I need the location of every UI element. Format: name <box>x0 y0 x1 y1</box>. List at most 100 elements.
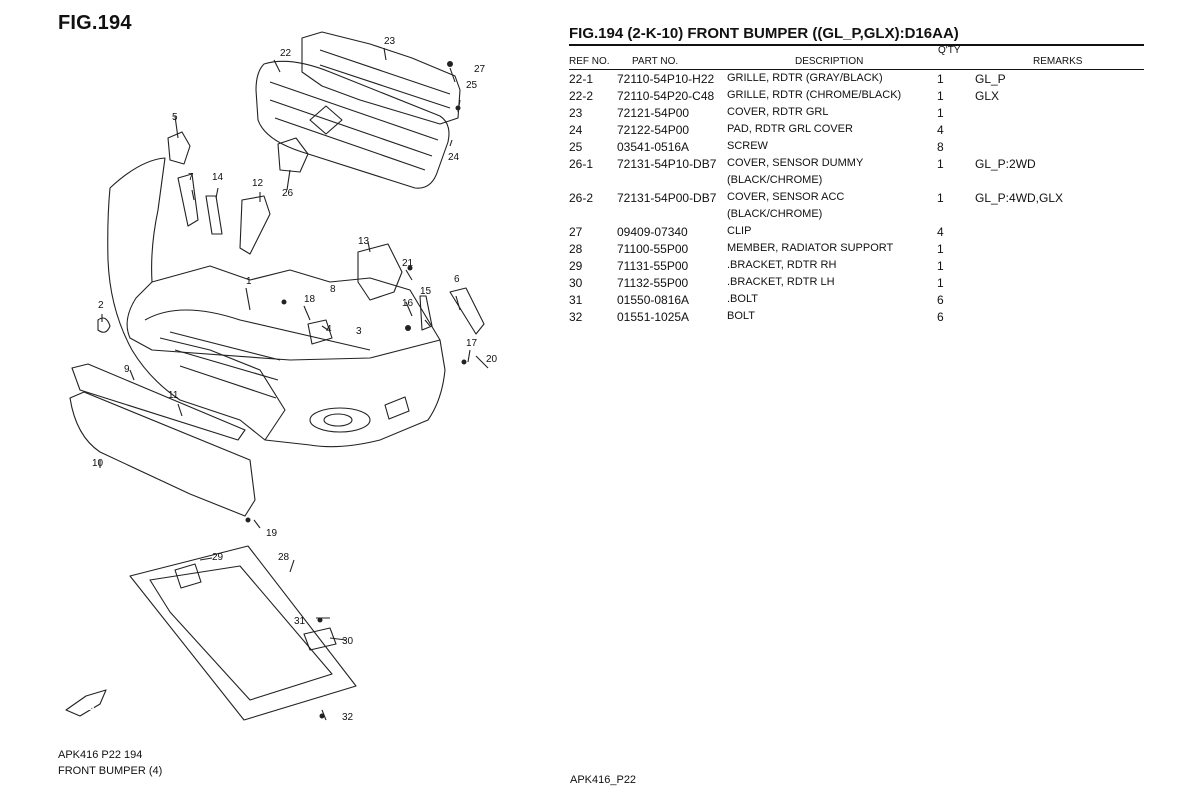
bumper-fascia-part <box>107 157 446 448</box>
description-cell: PAD, RDTR GRL COVER <box>727 123 853 135</box>
description-cell: COVER, RDTR GRL <box>727 106 829 118</box>
callout-3: 3 <box>356 326 362 337</box>
callout-25: 25 <box>466 80 478 91</box>
header-qty: Q'TY <box>938 45 961 56</box>
callout-13: 13 <box>358 236 370 247</box>
callout-27: 27 <box>474 64 486 75</box>
callout-22: 22 <box>280 48 292 59</box>
callout-28: 28 <box>278 552 290 563</box>
ref-no-cell: 23 <box>569 106 583 120</box>
callout-23: 23 <box>384 36 396 47</box>
ref-no-cell: 24 <box>569 123 583 137</box>
part-no-cell: 72131-54P10-DB7 <box>617 157 717 171</box>
callout-4: 4 <box>326 324 332 335</box>
qty-cell: 1 <box>937 276 944 290</box>
callout-16: 16 <box>402 298 414 309</box>
part-no-cell: 72131-54P00-DB7 <box>617 191 717 205</box>
part-no-cell: 72122-54P00 <box>617 123 690 137</box>
title-rule <box>569 44 1144 46</box>
radiator-support-frame <box>129 545 357 721</box>
description-cell: COVER, SENSOR ACC <box>727 191 845 203</box>
qty-cell: 4 <box>937 225 944 239</box>
callout-18: 18 <box>304 294 316 305</box>
description-continuation-cell: (BLACK/CHROME) <box>727 174 823 186</box>
callout-6: 6 <box>454 274 460 285</box>
part-no-cell: 72110-54P20-C48 <box>617 89 715 103</box>
callout-17: 17 <box>466 338 478 349</box>
callout-2: 2 <box>98 300 104 311</box>
callout-31: 31 <box>294 616 306 627</box>
callout-8: 8 <box>330 284 336 295</box>
page-code: APK416_P22 <box>570 774 637 786</box>
part-no-cell: 71100-55P00 <box>617 242 689 256</box>
callout-29: 29 <box>212 552 224 563</box>
description-cell: BOLT <box>727 310 755 322</box>
remarks-cell: GL_P:4WD,GLX <box>975 191 1064 205</box>
part-no-cell: 01550-0816A <box>617 293 690 307</box>
qty-cell: 1 <box>937 157 944 171</box>
callout-15: 15 <box>420 286 432 297</box>
callout-24: 24 <box>448 152 460 163</box>
description-cell: COVER, SENSOR DUMMY <box>727 157 864 169</box>
part-no-cell: 72110-54P10-H22 <box>617 72 715 86</box>
callout-30: 30 <box>342 636 354 647</box>
grille-cover-part <box>301 31 461 125</box>
callout-26: 26 <box>282 188 294 199</box>
ref-no-cell: 22-2 <box>569 89 594 103</box>
description-cell: .BOLT <box>727 293 758 305</box>
header-remarks: REMARKS <box>1033 56 1083 67</box>
part-no-cell: 09409-07340 <box>617 225 688 239</box>
header-part-no: PART NO. <box>632 56 679 67</box>
ref-no-cell: 22-1 <box>569 72 594 86</box>
callout-7: 7 <box>188 172 194 183</box>
callout-32: 32 <box>342 712 354 723</box>
qty-cell: 1 <box>937 259 944 273</box>
callout-5: 5 <box>172 112 178 123</box>
ref-no-cell: 32 <box>569 310 583 324</box>
description-cell: .BRACKET, RDTR LH <box>727 276 835 288</box>
qty-cell: 1 <box>937 106 944 120</box>
fwd-badge: FWD <box>76 703 94 712</box>
callout-9: 9 <box>124 364 130 375</box>
remarks-cell: GL_P <box>975 72 1006 86</box>
part-no-cell: 01551-1025A <box>617 310 690 324</box>
qty-cell: 1 <box>937 89 944 103</box>
callout-20: 20 <box>486 354 498 365</box>
callout-21: 21 <box>402 258 414 269</box>
header-rule <box>569 69 1144 70</box>
part-no-cell: 71132-55P00 <box>617 276 689 290</box>
qty-cell: 1 <box>937 191 944 205</box>
callout-19: 19 <box>266 528 278 539</box>
description-cell: GRILLE, RDTR (GRAY/BLACK) <box>727 72 883 84</box>
ref-no-cell: 31 <box>569 293 583 307</box>
ref-no-cell: 26-1 <box>569 157 594 171</box>
grille-part <box>255 60 450 189</box>
footer-figure-code: APK416 P22 194 <box>58 749 143 761</box>
callout-11: 11 <box>168 390 179 401</box>
ref-no-cell: 30 <box>569 276 583 290</box>
description-cell: GRILLE, RDTR (CHROME/BLACK) <box>727 89 902 101</box>
skid-plate-part <box>69 391 256 517</box>
fasteners <box>245 61 467 719</box>
ref-no-cell: 28 <box>569 242 583 256</box>
header-ref-no: REF NO. <box>569 56 610 67</box>
callout-14: 14 <box>212 172 224 183</box>
part-no-cell: 71131-55P00 <box>617 259 689 273</box>
parts-table-title: FIG.194 (2-K-10) FRONT BUMPER ((GL_P,GLX… <box>569 25 959 42</box>
ref-no-cell: 29 <box>569 259 583 273</box>
footer-figure-name: FRONT BUMPER (4) <box>58 765 163 777</box>
part-no-cell: 03541-0516A <box>617 140 690 154</box>
qty-cell: 6 <box>937 293 944 307</box>
callout-labels: 1234567891011121314151617181920212223242… <box>92 36 498 723</box>
callout-12: 12 <box>252 178 264 189</box>
qty-cell: 4 <box>937 123 944 137</box>
lower-bumper-part <box>71 363 246 441</box>
ref-no-cell: 25 <box>569 140 583 154</box>
ref-no-cell: 26-2 <box>569 191 594 205</box>
remarks-cell: GLX <box>975 89 1000 103</box>
description-continuation-cell: (BLACK/CHROME) <box>727 208 823 220</box>
callout-1: 1 <box>246 276 252 287</box>
description-cell: SCREW <box>727 140 768 152</box>
header-description: DESCRIPTION <box>795 56 864 67</box>
